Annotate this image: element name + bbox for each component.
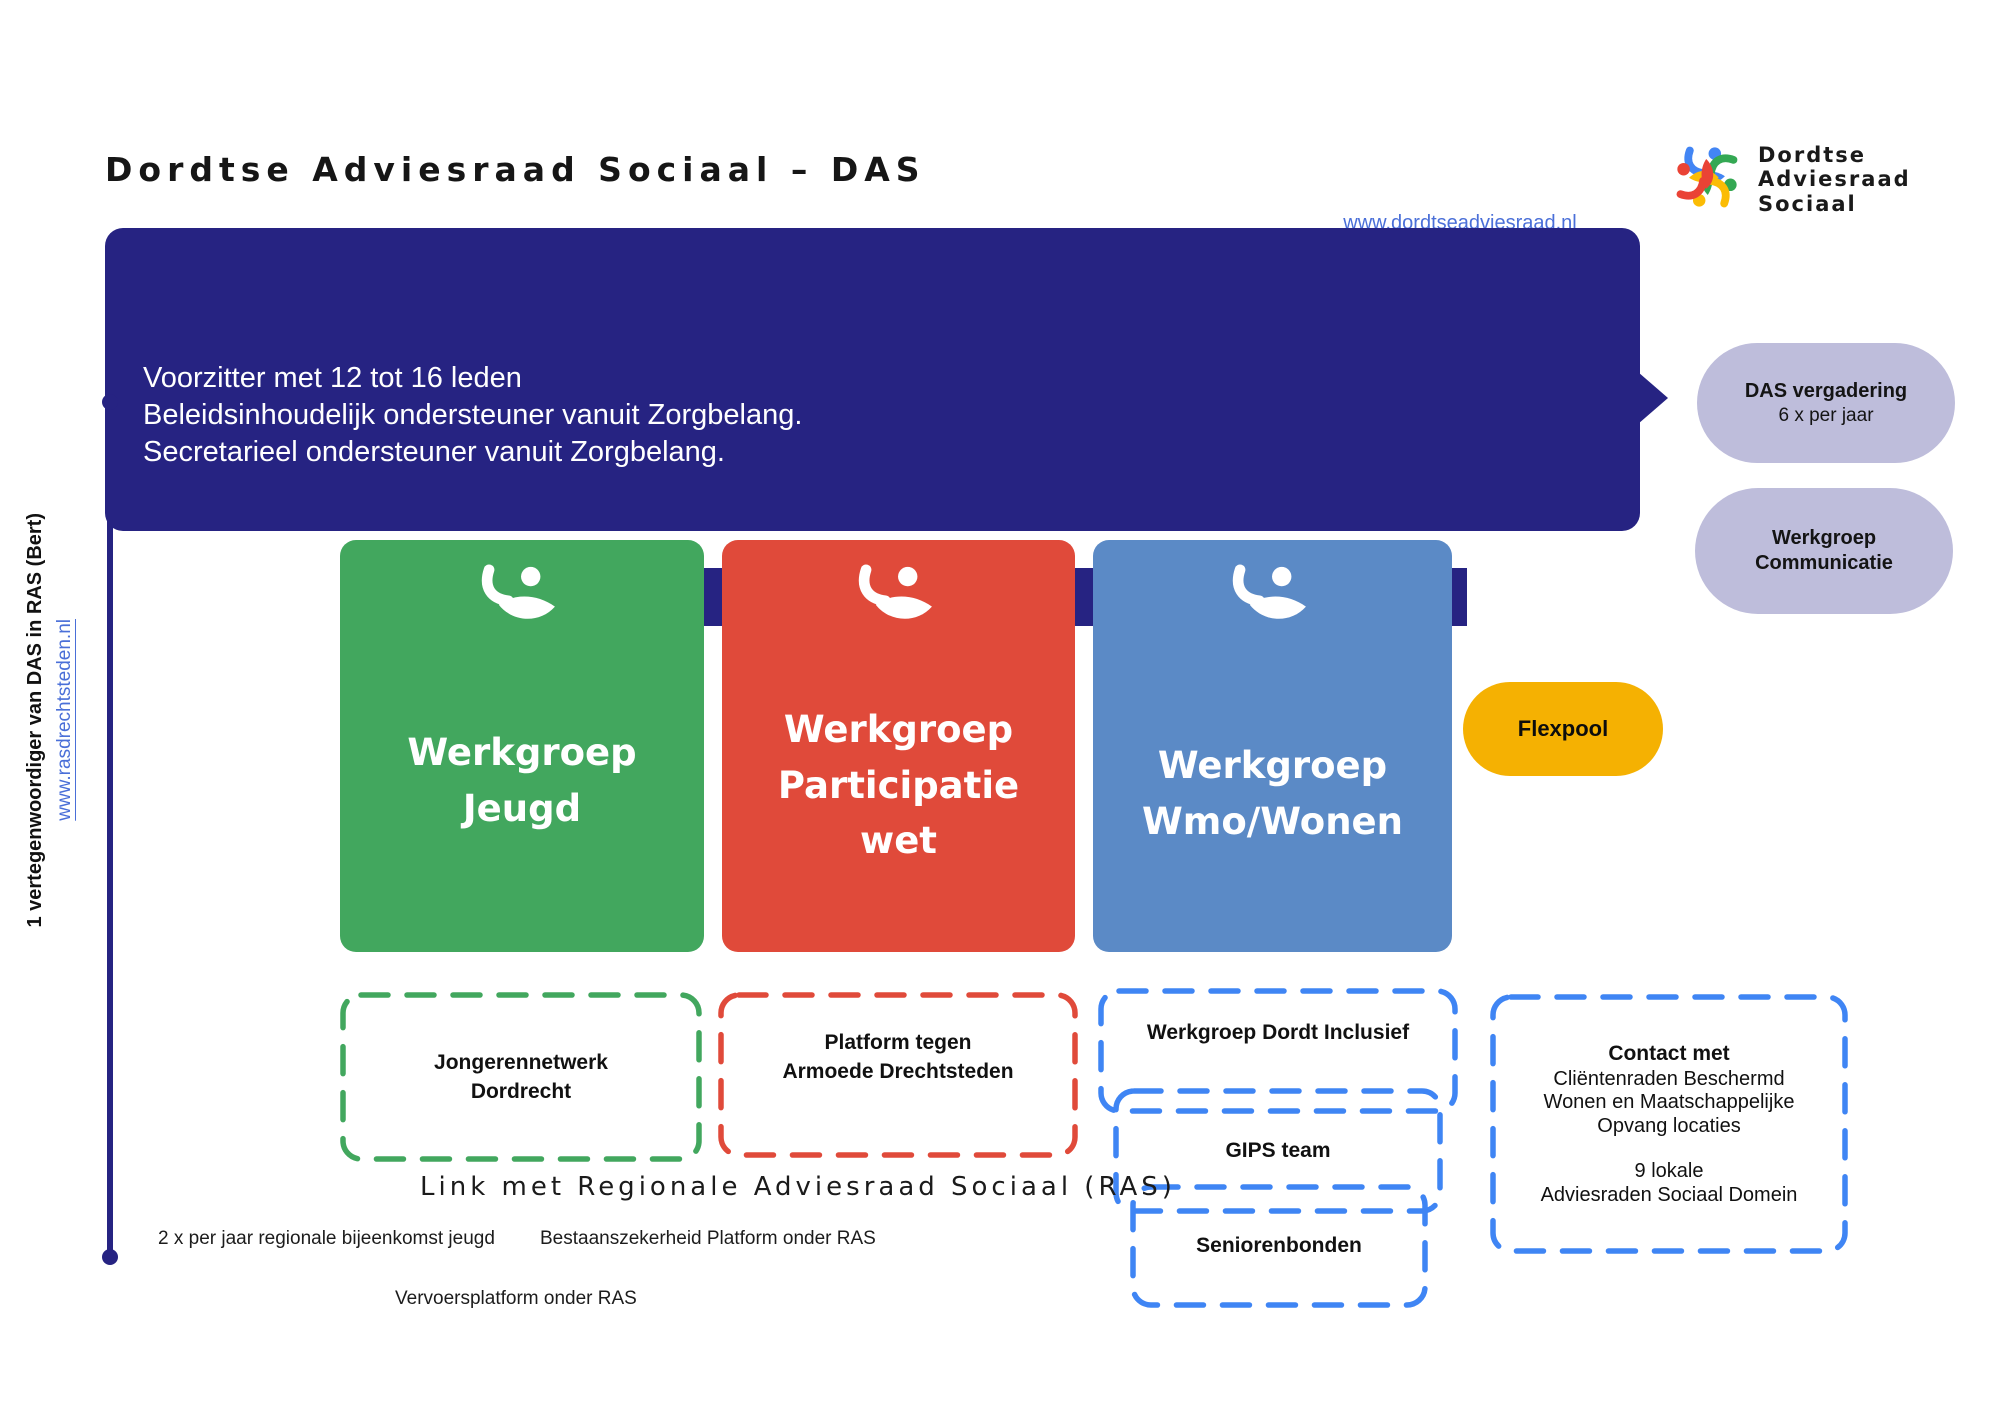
armoede-label: Platform tegen Armoede Drechtsteden: [718, 992, 1078, 1158]
wmo-line1: Werkgroep: [1157, 744, 1388, 787]
contact-line2: Wonen en Maatschappelijke: [1543, 1091, 1795, 1114]
dordt-inclusief-label: Werkgroep Dordt Inclusief: [1098, 988, 1458, 1114]
person-icon: [1225, 564, 1321, 631]
banner-line3: Secretarieel ondersteuner vanuit Zorgbel…: [143, 436, 725, 468]
jeugd-line1: Werkgroep: [407, 731, 637, 774]
armoede-line1: Platform tegen: [824, 1031, 972, 1054]
contact-line5: Adviesraden Sociaal Domein: [1540, 1184, 1798, 1207]
communicatie-line2: Communicatie: [1755, 552, 1893, 574]
ras-note-bestaanszekerheid: Bestaanszekerheid Platform onder RAS: [540, 1228, 876, 1249]
ras-connector-line: [107, 402, 113, 1257]
card-werkgroep-jeugd: Werkgroep Jeugd: [340, 540, 704, 952]
werkgroep-communicatie-bubble: Werkgroep Communicatie: [1695, 488, 1953, 614]
logo-line3: Sociaal: [1758, 191, 1857, 216]
logo: Dordtse Adviesraad Sociaal: [1668, 138, 1911, 221]
box-platform-armoede: Platform tegen Armoede Drechtsteden: [718, 992, 1078, 1158]
seniorenbonden-text: Seniorenbonden: [1196, 1234, 1362, 1258]
box-jongerennetwerk: Jongerennetwerk Dordrecht: [340, 992, 702, 1162]
logo-people-icon: [1668, 138, 1746, 221]
logo-wordmark: Dordtse Adviesraad Sociaal: [1758, 143, 1911, 217]
card-wmo-title: Werkgroep Wmo/Wonen: [1093, 738, 1452, 849]
flexpool-label: Flexpool: [1517, 716, 1609, 741]
card-werkgroep-wmo-wonen: Werkgroep Wmo/Wonen: [1093, 540, 1452, 952]
jonger-line1: Jongerennetwerk: [434, 1050, 608, 1074]
participatiewet-line2: Participatie: [777, 763, 1020, 807]
card-werkgroep-participatiewet: Werkgroep Participatie wet: [722, 540, 1075, 952]
jonger-line2: Dordrecht: [470, 1080, 572, 1103]
left-note-label: 1 vertegenwoordiger van DAS in RAS (Bert…: [24, 512, 46, 928]
contact-title: Contact met: [1608, 1042, 1730, 1066]
logo-line2: Adviesraad: [1758, 167, 1911, 192]
box-contact: Contact met Cliëntenraden Beschermd Wone…: [1490, 994, 1848, 1254]
seniorenbonden-label: Seniorenbonden: [1130, 1184, 1428, 1308]
card-participatiewet-title: Werkgroep Participatie wet: [722, 702, 1075, 869]
left-note-link-wrap: www.rasdrechtsteden.nl: [54, 300, 76, 1140]
board-banner-text: Voorzitter met 12 tot 16 leden Beleidsin…: [143, 360, 802, 471]
ras-website-link[interactable]: www.rasdrechtsteden.nl: [54, 619, 75, 821]
page-title: Dordtse Adviesraad Sociaal – DAS: [105, 150, 926, 189]
das-vergadering-bubble: DAS vergadering 6 x per jaar: [1697, 343, 1955, 463]
das-vergadering-frequency: 6 x per jaar: [1778, 404, 1874, 426]
card-jeugd-title: Werkgroep Jeugd: [340, 725, 704, 836]
jongerennetwerk-label: Jongerennetwerk Dordrecht: [340, 992, 702, 1162]
left-note: 1 vertegenwoordiger van DAS in RAS (Bert…: [24, 300, 47, 1140]
das-vergadering-title: DAS vergadering: [1744, 379, 1908, 402]
jeugd-line2: Jeugd: [462, 786, 582, 830]
gips-text: GIPS team: [1225, 1139, 1331, 1163]
contact-label: Contact met Cliëntenraden Beschermd Wone…: [1490, 994, 1848, 1254]
ras-note-jeugd: 2 x per jaar regionale bijeenkomst jeugd: [158, 1228, 495, 1249]
armoede-line2: Armoede Drechtsteden: [782, 1060, 1014, 1084]
connector-dot-top: [102, 394, 118, 410]
banner-line1: Voorzitter met 12 tot 16 leden: [143, 362, 522, 394]
box-dordt-inclusief: Werkgroep Dordt Inclusief: [1098, 988, 1458, 1114]
ras-note-vervoersplatform: Vervoersplatform onder RAS: [395, 1288, 637, 1309]
wmo-line2: Wmo/Wonen: [1142, 799, 1403, 843]
board-banner: [105, 228, 1640, 531]
logo-line1: Dordtse: [1758, 142, 1867, 167]
flexpool-pill: Flexpool: [1463, 682, 1663, 776]
participatiewet-line3: wet: [860, 819, 937, 862]
connector-dot-bottom: [102, 1249, 118, 1265]
contact-line3: Opvang locaties: [1597, 1114, 1741, 1137]
participatiewet-line1: Werkgroep: [783, 708, 1014, 751]
banner-arrow: [1638, 372, 1668, 424]
person-icon: [474, 564, 570, 631]
contact-line1: Cliëntenraden Beschermd: [1553, 1067, 1785, 1090]
communicatie-line1: Werkgroep: [1771, 527, 1877, 549]
dordt-inclusief-text: Werkgroep Dordt Inclusief: [1146, 1021, 1410, 1044]
contact-line4: 9 lokale: [1634, 1160, 1704, 1183]
banner-line2: Beleidsinhoudelijk ondersteuner vanuit Z…: [143, 399, 803, 431]
box-seniorenbonden: Seniorenbonden: [1130, 1184, 1428, 1308]
ras-heading: Link met Regionale Adviesraad Sociaal (R…: [420, 1172, 1176, 1202]
person-icon: [851, 564, 947, 631]
